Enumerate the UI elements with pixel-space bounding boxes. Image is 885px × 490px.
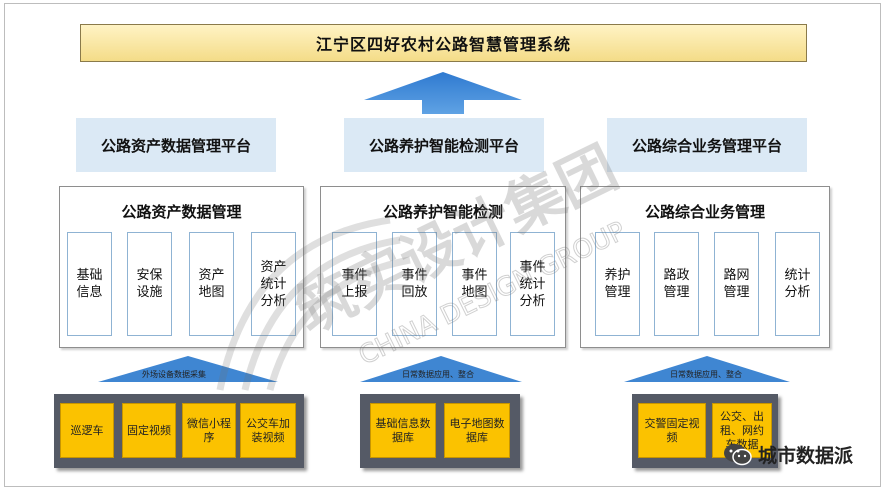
source-patrol-car: 巡逻车 <box>60 403 114 458</box>
section-title: 公路综合业务管理 <box>644 203 765 221</box>
module-road-admin-mgmt: 路政管理 <box>654 232 699 336</box>
section-business-management: 公路综合业务管理 养护管理 路政管理 路网管理 统计分析 <box>580 186 830 348</box>
arrow-label-3: 日常数据应用、整合 <box>670 370 742 379</box>
big-up-arrow <box>364 72 522 114</box>
wechat-icon <box>723 443 752 465</box>
module-statistics: 统计分析 <box>775 232 820 336</box>
up-arrow-1 <box>98 356 278 382</box>
module-event-replay: 事件回放 <box>392 232 437 336</box>
module-event-report: 事件上报 <box>332 232 377 336</box>
source-wechat-miniprogram: 微信小程序 <box>182 403 236 458</box>
arrow-label-2: 日常数据应用、整合 <box>402 370 474 379</box>
platform-maintenance: 公路养护智能检测平台 <box>344 118 544 172</box>
source-tray-traffic: 交警固定视频 公交、出租、网约车数据 <box>632 394 778 468</box>
module-maintenance-mgmt: 养护管理 <box>595 232 640 336</box>
up-arrow-2 <box>360 356 522 382</box>
watermark: 筑实设计集团 CHINA DESIGN GROUP <box>216 133 631 391</box>
platform-asset: 公路资产数据管理平台 <box>76 118 276 172</box>
arrow-label-1: 外场设备数据采集 <box>142 370 206 379</box>
source-emap-db: 电子地图数据库 <box>444 403 510 458</box>
section-title: 公路养护智能检测 <box>382 203 503 221</box>
source-transit-data: 公交、出租、网约车数据 <box>712 403 772 458</box>
module-asset-map: 资产地图 <box>189 232 234 336</box>
wechat-badge-text: 城市数据派 <box>757 445 853 467</box>
wechat-badge: 城市数据派 <box>723 441 853 468</box>
source-bus-video: 公交车加装视频 <box>240 403 296 458</box>
platform-business: 公路综合业务管理平台 <box>607 118 807 172</box>
module-event-stats: 事件统计分析 <box>510 232 555 336</box>
module-event-map: 事件地图 <box>452 232 497 336</box>
module-road-network-mgmt: 路网管理 <box>714 232 759 336</box>
section-maintenance-detection: 公路养护智能检测 事件上报 事件回放 事件地图 事件统计分析 <box>320 186 566 348</box>
section-title: 公路资产数据管理 <box>121 203 242 221</box>
diagram-frame <box>4 3 881 487</box>
source-tray-database: 基础信息数据库 电子地图数据库 <box>360 394 520 468</box>
source-tray-field: 巡逻车 固定视频 微信小程序 公交车加装视频 <box>54 394 304 468</box>
system-title: 江宁区四好农村公路智慧管理系统 <box>80 24 807 62</box>
source-traffic-police-video: 交警固定视频 <box>638 403 706 458</box>
section-asset-data: 公路资产数据管理 基础信息 安保设施 资产地图 资产统计分析 <box>59 186 304 348</box>
module-safety-facilities: 安保设施 <box>127 232 172 336</box>
module-basic-info: 基础信息 <box>67 232 112 336</box>
up-arrow-3 <box>624 356 790 382</box>
source-fixed-video: 固定视频 <box>122 403 176 458</box>
source-basic-info-db: 基础信息数据库 <box>370 403 436 458</box>
module-asset-stats: 资产统计分析 <box>251 232 296 336</box>
